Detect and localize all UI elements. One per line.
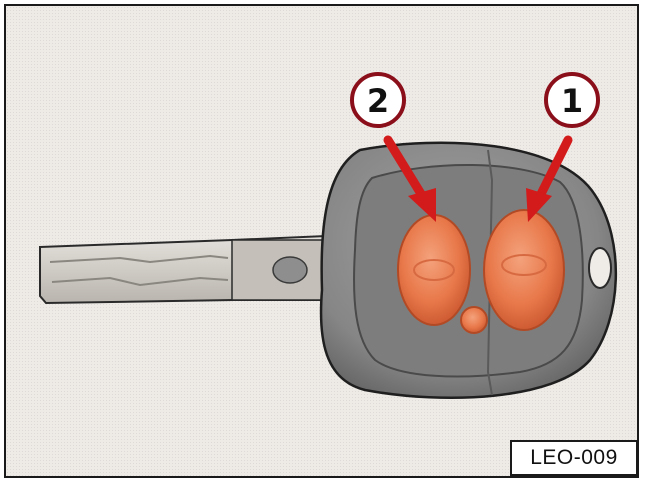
figure-code-label: LEO-009 bbox=[510, 440, 638, 476]
button-one bbox=[484, 210, 564, 330]
key-ring-hole bbox=[589, 248, 611, 288]
button-two bbox=[398, 215, 470, 325]
callout-one-number: 1 bbox=[561, 82, 583, 120]
figure-code-text: LEO-009 bbox=[530, 446, 618, 470]
callout-two-number: 2 bbox=[367, 82, 389, 120]
led-indicator bbox=[461, 307, 487, 333]
callout-one: 1 bbox=[546, 74, 598, 126]
key-blade bbox=[40, 236, 330, 303]
callout-two: 2 bbox=[352, 74, 404, 126]
